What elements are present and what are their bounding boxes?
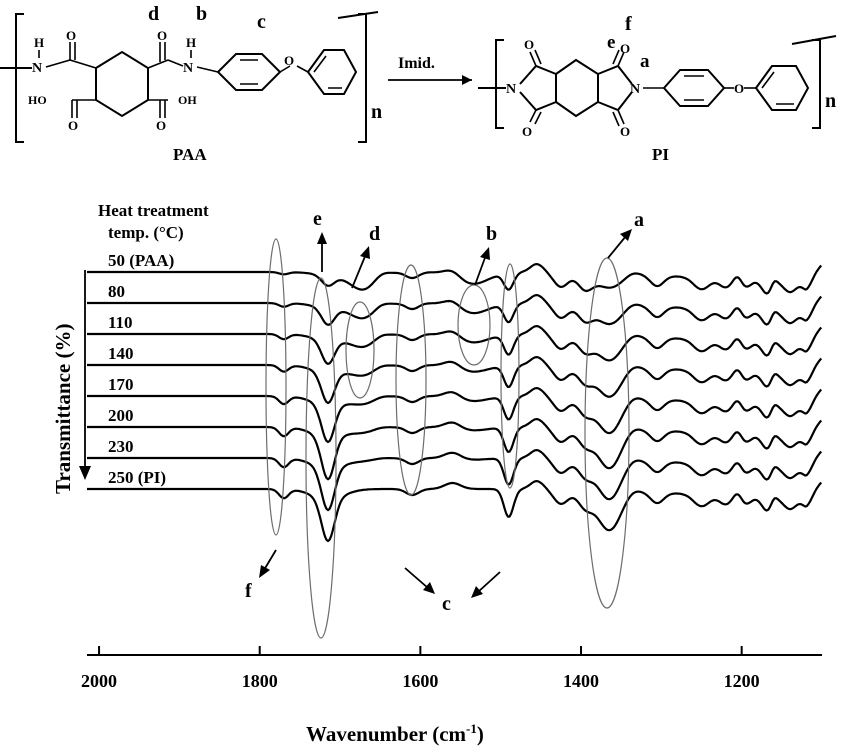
ftir-chart: Heat treatment temp. (°C) Transmittance … [51,201,823,746]
reaction-arrow: Imid. [388,55,472,85]
series-labels: 50 (PAA) 80 110 140 170 200 230 250 (PI) [108,251,174,487]
paa-nh-right-h: H [186,35,196,50]
paa-ether-o: O [284,53,294,68]
paa-label-b: b [196,3,207,25]
reaction-label: Imid. [398,55,435,72]
paa-o-top-right: O [157,28,167,43]
x-tick-label: 1400 [563,671,599,691]
paa-cyclohexane [95,50,149,118]
ellipse-a [584,257,630,609]
series-label: 110 [108,313,133,332]
spectrum-line [87,480,823,543]
series-label: 170 [108,375,134,394]
pi-repeat-n: n [825,90,836,112]
annotation-a: a [634,209,644,231]
spectra [87,263,823,543]
legend-title-line-1: Heat treatment [98,201,209,220]
pi-name: PI [652,145,669,164]
x-axis-label-main: Wavenumber (cm [306,722,467,746]
paa-repeat-n: n [371,101,382,123]
paa-o-bottom-left: O [68,118,78,133]
pi-left-bracket [495,39,504,129]
spectrum-line [87,294,823,326]
pi-label-e: e [607,32,615,53]
pi-n-left: N [506,82,516,97]
series-label: 50 (PAA) [108,251,174,270]
pi-o-bottom-right: O [620,124,630,139]
series-label: 200 [108,406,134,425]
spectrum-line [87,418,823,481]
x-axis-label-close: ) [477,722,484,746]
pi-structure: n N O O O O N O f e a PI [478,13,837,164]
pi-o-top-left: O [524,37,534,52]
ellipse-d [345,301,375,399]
x-axis-label: Wavenumber (cm-1) [306,721,484,746]
spectrum-line [87,263,823,295]
annotation-d: d [369,223,380,245]
pi-benzene-2 [754,65,810,111]
x-tick-label: 1800 [242,671,278,691]
pi-o-top-right: O [620,41,630,56]
annotation-b: b [486,223,497,245]
ellipse-c2 [500,263,520,489]
ellipse-e [305,277,337,639]
paa-oh-right: OH [178,93,197,107]
x-tick-label: 2000 [81,671,117,691]
paa-label-c: c [257,11,266,33]
series-label: 140 [108,344,134,363]
paa-label-d: d [148,3,159,25]
paa-nh-left-h: H [34,35,44,50]
y-axis-label: Transmittance (%) [51,324,75,495]
x-ticks: 2000 1800 1600 1400 1200 [81,646,760,691]
pi-n-right: N [630,82,640,97]
spectrum-line [87,325,823,365]
ellipse-b [457,284,491,366]
paa-o-bottom-right: O [156,118,166,133]
pi-label-f: f [625,13,632,35]
annotation-f: f [245,580,252,602]
band-ellipses [265,238,630,639]
paa-ho-left: HO [28,93,47,107]
paa-nh-right-n: N [183,61,193,76]
spectrum-line [87,449,823,512]
ellipse-f [265,238,287,536]
spectrum-line [87,387,823,444]
paa-nh-left-n: N [32,61,42,76]
paa-name: PAA [173,145,207,164]
pi-o-bottom-left: O [522,124,532,139]
pi-label-a: a [640,51,650,72]
paa-left-bracket [15,13,24,143]
annotation-e: e [313,208,322,230]
x-tick-label: 1600 [402,671,438,691]
spectrum-line [87,356,823,405]
paa-right-bracket [358,13,367,143]
paa-structure: n H N O O H N O HO [0,3,382,164]
series-label: 250 (PI) [108,468,166,487]
annotation-c: c [442,593,451,615]
y-axis-arrowhead [79,466,91,480]
annotation-arrows [259,229,632,598]
series-label: 80 [108,282,125,301]
paa-benzene-2 [306,49,358,95]
pi-right-bracket [812,39,821,129]
pi-cyclohexane [555,58,599,118]
pi-ether-o: O [734,81,744,96]
series-label: 230 [108,437,134,456]
x-axis-label-sup: -1 [466,721,477,736]
x-tick-label: 1200 [724,671,760,691]
paa-o-top-left: O [66,28,76,43]
ellipse-c1 [395,264,427,496]
legend-title-line-2: temp. (°C) [108,223,184,242]
